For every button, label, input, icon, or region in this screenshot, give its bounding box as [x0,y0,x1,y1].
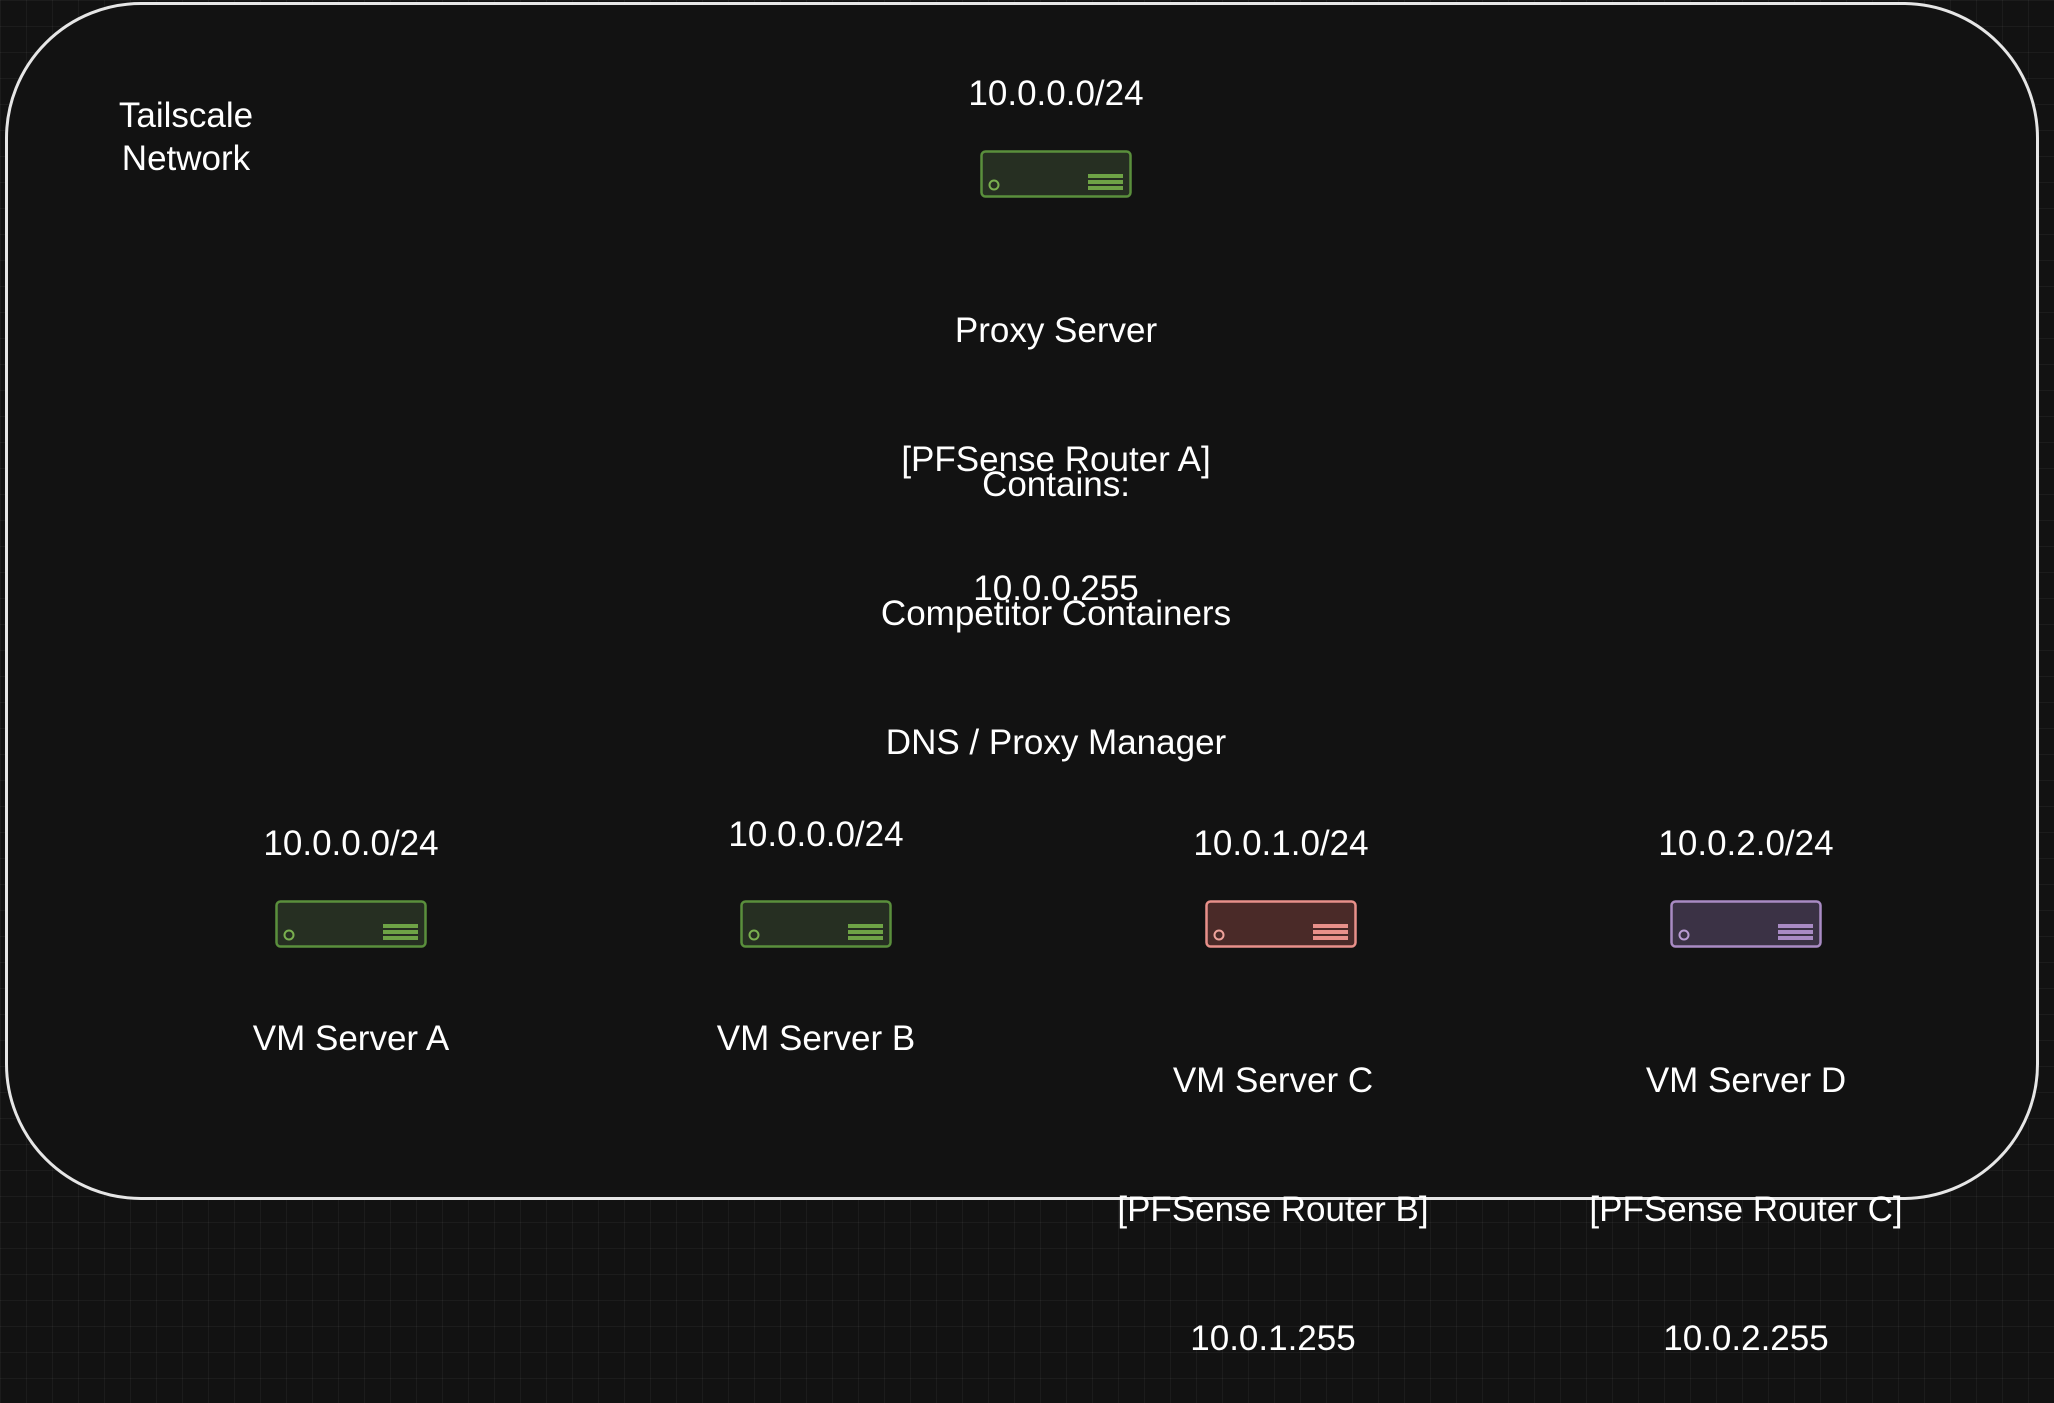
server-d-router: [PFSense Router C] [1589,1190,1903,1229]
proxy-server-details: Proxy Server [PFSense Router A] 10.0.0.2… [901,223,1210,653]
server-c-name: VM Server C [1172,1061,1374,1100]
server-c-ip: 10.0.1.255 [1190,1319,1356,1358]
server-c-subnet-label: 10.0.1.0/24 [1193,824,1369,863]
proxy-server-name: Proxy Server [954,311,1158,350]
server-b-name: VM Server B [716,1019,916,1058]
network-title-line1: Tailscale [118,96,254,135]
server-a-icon[interactable] [275,900,427,948]
proxy-contains-item: DNS / Proxy Manager [885,723,1227,762]
proxy-contains-item: Competitor Containers [880,594,1232,633]
server-c-details: VM Server C [PFSense Router B] 10.0.1.25… [1117,973,1428,1403]
network-title-line2: Network [121,139,251,178]
proxy-server-router: [PFSense Router A] [901,440,1211,479]
server-b-subnet-label: 10.0.0.0/24 [728,815,904,854]
server-d-subnet-label: 10.0.2.0/24 [1658,824,1834,863]
server-c-router: [PFSense Router B] [1117,1190,1429,1229]
tailscale-network-boundary [5,2,2039,1200]
server-a-subnet-label: 10.0.0.0/24 [263,824,439,863]
server-d-details: VM Server D [PFSense Router C] 10.0.2.25… [1589,973,1902,1403]
server-d-icon[interactable] [1670,900,1822,948]
server-d-name: VM Server D [1645,1061,1847,1100]
server-d-ip: 10.0.2.255 [1663,1319,1829,1358]
proxy-contains: Contains: Competitor Containers DNS / Pr… [881,377,1231,807]
server-c-icon[interactable] [1205,900,1357,948]
server-b-icon[interactable] [740,900,892,948]
network-title: Tailscale Network [119,94,253,180]
proxy-contains-title: Contains: [982,465,1130,504]
proxy-server-ip: 10.0.0.255 [973,569,1139,608]
server-a-name: VM Server A [252,1019,450,1058]
proxy-server-icon[interactable] [980,150,1132,198]
proxy-subnet-label: 10.0.0.0/24 [968,74,1144,113]
